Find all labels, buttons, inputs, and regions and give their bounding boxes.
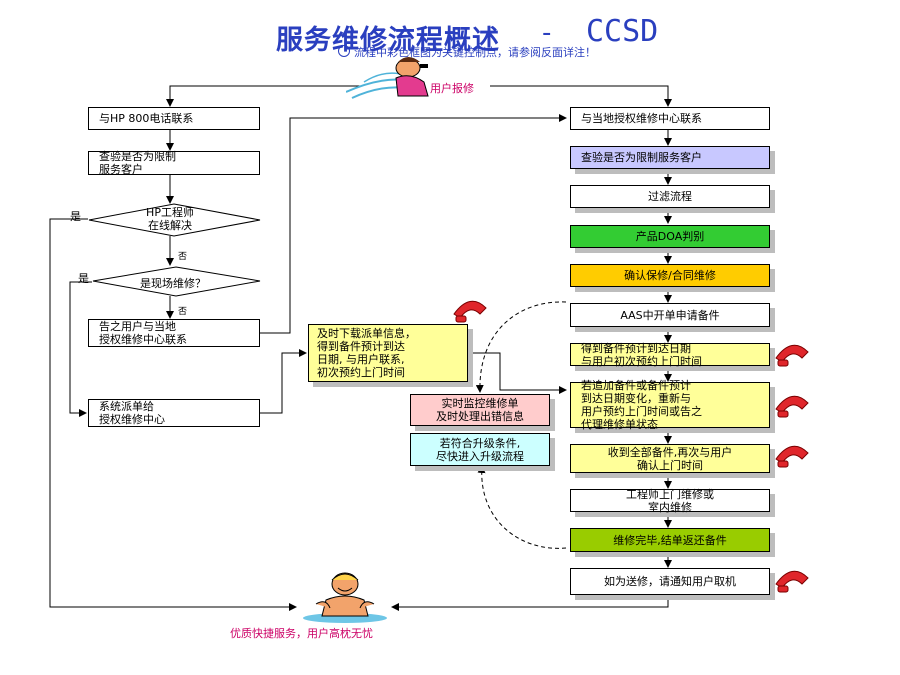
engineer-visit-box: 工程师上门维修或室内维修	[570, 488, 770, 514]
inform-user-box: 告之用户与当地授权维修中心联系	[88, 319, 260, 347]
dispatch-box: 系统派单给授权维修中心	[88, 399, 260, 427]
filter-box: 过滤流程	[570, 185, 770, 208]
warranty-box: 确认保修/合同维修	[570, 264, 770, 287]
yes-label-1: 是	[70, 210, 81, 223]
title-brand: CCSD	[586, 14, 659, 49]
page-title: 服务维修流程概述	[276, 25, 500, 56]
parts-eta-box: 得到备件预计到达日期与用户初次预约上门时间	[570, 342, 770, 368]
no-label-1: 否	[178, 252, 188, 262]
phone-icon	[775, 395, 809, 418]
monitor-box: 实时监控维修单及时处理出错信息	[410, 394, 550, 426]
caller-label: 用户报修	[430, 82, 474, 95]
check-restricted-box-right: 查验是否为限制服务客户	[570, 146, 770, 169]
onsite-repair-decision	[92, 266, 261, 297]
contact-center-box: 与当地授权维修中心联系	[570, 107, 770, 130]
engineer-online-decision	[88, 203, 261, 237]
happy-man-icon	[303, 572, 387, 623]
download-order-box: 及时下载派单信息，得到备件预计到达 日期, 与用户联系,初次预约上门时间	[308, 324, 468, 382]
phone-icon	[775, 445, 809, 468]
call-hp-box: 与HP 800电话联系	[88, 107, 260, 130]
doa-box: 产品DOA判别	[570, 225, 770, 248]
engineer-online-label: HP工程师在线解决	[146, 206, 194, 232]
notify-pickup-box: 如为送修，请通知用户取机	[570, 568, 770, 595]
info-icon	[338, 45, 350, 57]
no-label-2: 否	[178, 307, 188, 317]
phone-icon	[453, 300, 487, 323]
phone-icon	[775, 570, 809, 593]
onsite-repair-label: 是现场维修？	[140, 277, 206, 290]
upgrade-box: 若符合升级条件,尽快进入升级流程	[410, 433, 550, 466]
title-separator: -	[542, 18, 552, 48]
complete-box: 维修完毕,结单返还备件	[570, 528, 770, 552]
footer-label: 优质快捷服务，用户高枕无忧	[230, 627, 373, 640]
all-parts-box: 收到全部备件,再次与用户确认上门时间	[570, 444, 770, 473]
parts-change-box: 若追加备件或备件预计到达日期变化，重新与 用户预约上门时间或告之代理维修单状态	[570, 379, 770, 431]
note-text: 流程中彩色框图为关键控制点，请参阅反面详注！	[338, 44, 596, 60]
man-calling-icon	[346, 57, 429, 99]
yes-label-2: 是	[78, 272, 89, 285]
aas-order-box: AAS中开单申请备件	[570, 303, 770, 327]
check-restricted-box-left: 查验是否为限制服务客户	[88, 150, 260, 176]
phone-icon	[775, 344, 809, 367]
